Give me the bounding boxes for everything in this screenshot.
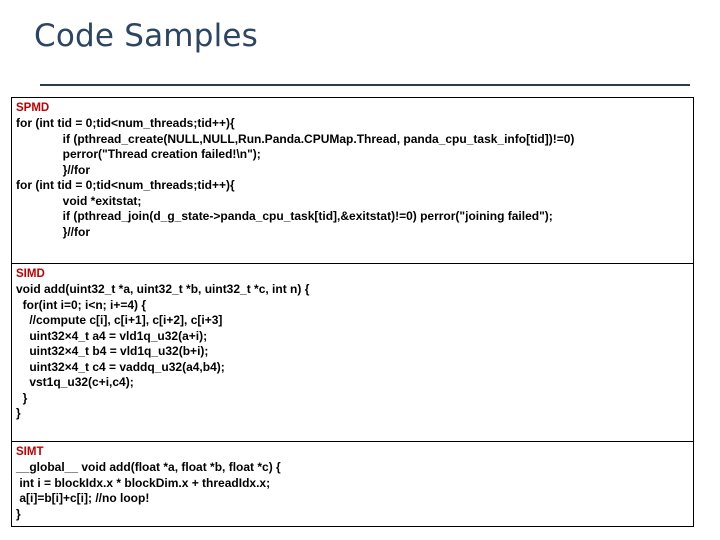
code-line: } [16, 406, 21, 420]
section-label-simt: SIMT [16, 446, 44, 458]
code-line: for (int tid = 0;tid<num_threads;tid++){ [16, 116, 235, 130]
code-line: void add(uint32_t *a, uint32_t *b, uint3… [16, 282, 310, 296]
code-line: }//for [16, 224, 91, 239]
code-line: for(int i=0; i<n; i+=4) { [16, 297, 147, 312]
section-label-simd: SIMD [16, 268, 45, 280]
code-line: for (int tid = 0;tid<num_threads;tid++){ [16, 178, 235, 192]
title-divider [40, 84, 690, 86]
code-line: perror("Thread creation failed!\n"); [16, 147, 261, 161]
code-line: if (pthread_join(d_g_state->panda_cpu_ta… [16, 209, 553, 223]
code-line: uint32×4_t a4 = vld1q_u32(a+i); [16, 328, 208, 343]
code-line: uint32×4_t c4 = vaddq_u32(a4,b4); [16, 359, 225, 374]
code-line: void *exitstat; [16, 193, 142, 208]
code-row-simd: SIMD void add(uint32_t *a, uint32_t *b, … [12, 263, 693, 441]
page-title: Code Samples [34, 18, 259, 54]
section-label-spmd: SPMD [16, 102, 50, 114]
code-line: //compute c[i], c[i+1], c[i+2], c[i+3] [16, 313, 223, 327]
code-line: }//for [16, 162, 91, 177]
code-line: int i = blockIdx.x * blockDim.x + thread… [16, 475, 271, 490]
code-line: vst1q_u32(c+i,c4); [16, 375, 134, 389]
code-row-simt: SIMT __global__ void add(float *a, float… [12, 441, 693, 526]
code-line: } [16, 390, 28, 405]
code-row-spmd: SPMD for (int tid = 0;tid<num_threads;ti… [12, 98, 693, 263]
code-line: __global__ void add(float *a, float *b, … [16, 460, 281, 474]
code-line: if (pthread_create(NULL,NULL,Run.Panda.C… [16, 131, 575, 146]
code-samples-table: SPMD for (int tid = 0;tid<num_threads;ti… [11, 97, 694, 527]
code-line: uint32×4_t b4 = vld1q_u32(b+i); [16, 344, 209, 358]
code-line: a[i]=b[i]+c[i]; //no loop! [16, 491, 150, 505]
code-line: } [16, 506, 21, 521]
